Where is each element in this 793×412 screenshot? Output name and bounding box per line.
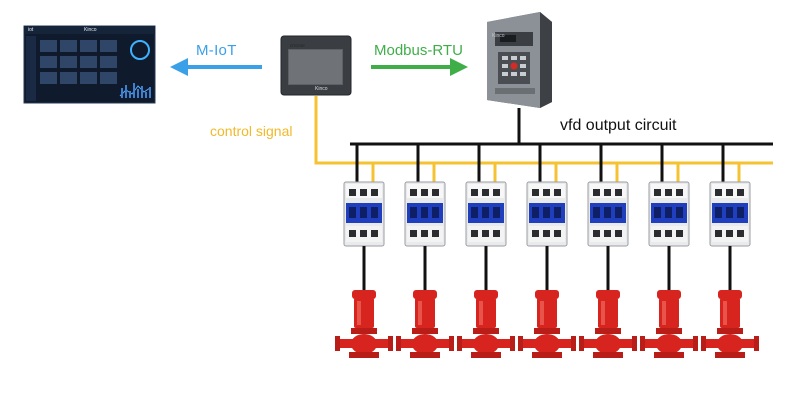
modbus-arrow [371,58,468,76]
unit-7 [701,181,759,358]
vfd-brand-label: Kinco [492,33,505,39]
contactor [343,181,385,247]
control-signal-label: control signal [210,123,293,139]
contactor [587,181,629,247]
unit-2 [396,181,454,358]
pump [335,290,393,358]
unit-4 [518,181,576,358]
m-iot-arrow [170,58,262,76]
contactor [465,181,507,247]
pump [701,290,759,358]
contactor [648,181,690,247]
pump [640,290,698,358]
hmi-brand-label: Kinco [315,86,328,92]
dashboard-title: Kinco [84,27,97,33]
control-signal-wiring [314,96,773,183]
pump [579,290,637,358]
pump [457,290,515,358]
unit-3 [457,181,515,358]
vfd-output-bus [350,108,773,183]
units-group [335,181,759,358]
vfd-output-circuit-label: vfd output circuit [560,117,677,134]
contactor [404,181,446,247]
iot-dashboard-screen [23,25,156,104]
unit-5 [579,181,637,358]
pump [396,290,454,358]
modbus-rtu-label: Modbus-RTU [374,42,463,59]
hmi-model-label: GT070E [290,43,305,48]
unit-1 [335,181,393,358]
dashboard-badge: iot [28,27,34,33]
hmi-panel [280,35,352,96]
contactor [526,181,568,247]
pump [518,290,576,358]
m-iot-label: M-IoT [196,42,237,59]
unit-6 [640,181,698,358]
vfd-drive [487,12,552,108]
contactor [709,181,751,247]
